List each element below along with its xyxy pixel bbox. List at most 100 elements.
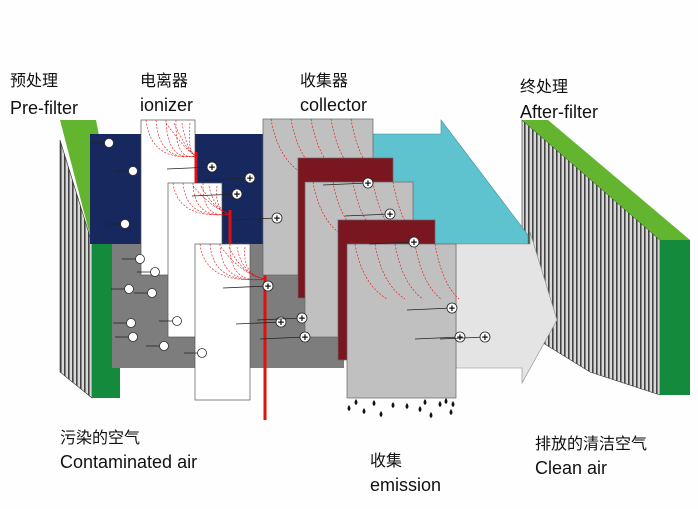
ionizer-label-zh: 电离器: [140, 71, 189, 90]
contaminated-label-zh: 污染的空气: [60, 428, 141, 447]
particle: [128, 166, 138, 176]
charged-particle-trail: [406, 307, 453, 311]
clean-label: Clean air: [535, 458, 608, 478]
field-line: [394, 243, 424, 300]
charged-particle: [384, 208, 396, 220]
particle: [197, 348, 207, 358]
clean-label-zh: 排放的清洁空气: [535, 434, 648, 453]
charge-sign: +: [265, 281, 271, 293]
field-line: [209, 243, 266, 281]
charge-sign: +: [274, 213, 280, 225]
charged-particle-trail: [231, 217, 278, 221]
emission-label: emission: [370, 475, 442, 495]
field-line: [192, 182, 231, 216]
field-line: [219, 243, 266, 281]
charge-sign: +: [299, 313, 305, 325]
charge-sign: +: [387, 209, 393, 221]
field-line: [192, 185, 231, 215]
field-line: [165, 119, 197, 158]
charged-particle: [296, 312, 308, 324]
field-line: [332, 181, 364, 238]
afterfilter-label: After-filter: [520, 102, 599, 122]
droplet: [379, 411, 383, 417]
charged-particle: [299, 331, 311, 343]
charged-particle: [206, 161, 218, 173]
field-line: [208, 185, 231, 215]
charge-sign: +: [234, 189, 240, 201]
charged-particle-trail: [368, 241, 415, 245]
charge-sign: +: [247, 173, 253, 185]
particle: [120, 219, 130, 229]
droplet: [354, 399, 358, 405]
charge-sign: +: [209, 162, 215, 174]
droplet: [449, 409, 453, 415]
droplet: [372, 400, 376, 406]
droplet: [362, 408, 366, 414]
particle: [150, 267, 160, 277]
droplet: [429, 412, 433, 418]
charged-particle: [231, 188, 243, 200]
field-line: [374, 243, 406, 300]
field-line: [145, 119, 197, 158]
field-line: [181, 122, 197, 157]
collector-label-zh: 收集器: [300, 71, 349, 90]
charged-particle-trail: [256, 317, 303, 321]
charged-particle: [479, 331, 491, 343]
charged-particle-trail: [222, 285, 269, 289]
ionizer-label: ionizer: [140, 95, 194, 115]
field-line: [228, 246, 266, 280]
charged-particle-trail: [322, 182, 369, 186]
after-filter: [521, 119, 690, 396]
field-line: [352, 181, 382, 238]
droplet: [451, 401, 455, 407]
droplet: [391, 402, 395, 408]
charged-particle-trail: [414, 336, 461, 340]
field-line: [202, 182, 231, 216]
afterfilter-label-zh: 终处理: [520, 77, 569, 96]
charged-particle: [408, 236, 420, 248]
field-line: [175, 119, 197, 158]
charged-particle-trail: [166, 166, 213, 170]
charged-particle: [446, 302, 458, 314]
field-line: [199, 243, 266, 281]
charged-particle: [244, 172, 256, 184]
emission-label-zh: 收集: [370, 451, 403, 470]
charged-particle-trail: [439, 336, 486, 340]
charged-particle: [262, 280, 274, 292]
charged-particle-trail: [344, 213, 391, 217]
clean-air-arrow: [455, 231, 558, 385]
particle: [124, 284, 134, 294]
charge-sign: +: [482, 332, 488, 344]
droplet: [405, 403, 409, 409]
droplet: [444, 398, 448, 404]
charged-particle: [362, 177, 374, 189]
field-line: [200, 185, 231, 215]
charge-sign: +: [411, 237, 417, 249]
prefilter-label: Pre-filter: [10, 98, 79, 118]
droplet: [423, 399, 427, 405]
particle: [135, 254, 145, 264]
field-line: [220, 246, 266, 280]
droplet: [347, 405, 351, 411]
field-line: [354, 243, 388, 300]
particle: [128, 332, 138, 342]
charge-sign: +: [278, 317, 284, 329]
field-line: [236, 246, 266, 280]
charge-sign: +: [302, 332, 308, 344]
charged-particle-trail: [235, 321, 282, 325]
charged-particle: [454, 331, 466, 343]
prefilter-label-zh: 预处理: [10, 71, 59, 90]
collector-label: collector: [300, 95, 368, 115]
collector-plate: [346, 243, 457, 399]
charge-sign: +: [365, 178, 371, 190]
contaminated-label: Contaminated air: [60, 452, 198, 472]
field-line: [310, 118, 340, 175]
particle: [172, 316, 182, 326]
droplet: [438, 401, 442, 407]
charge-sign: +: [449, 303, 455, 315]
field-line: [414, 243, 442, 300]
field-line: [434, 243, 460, 300]
droplet: [418, 406, 422, 412]
